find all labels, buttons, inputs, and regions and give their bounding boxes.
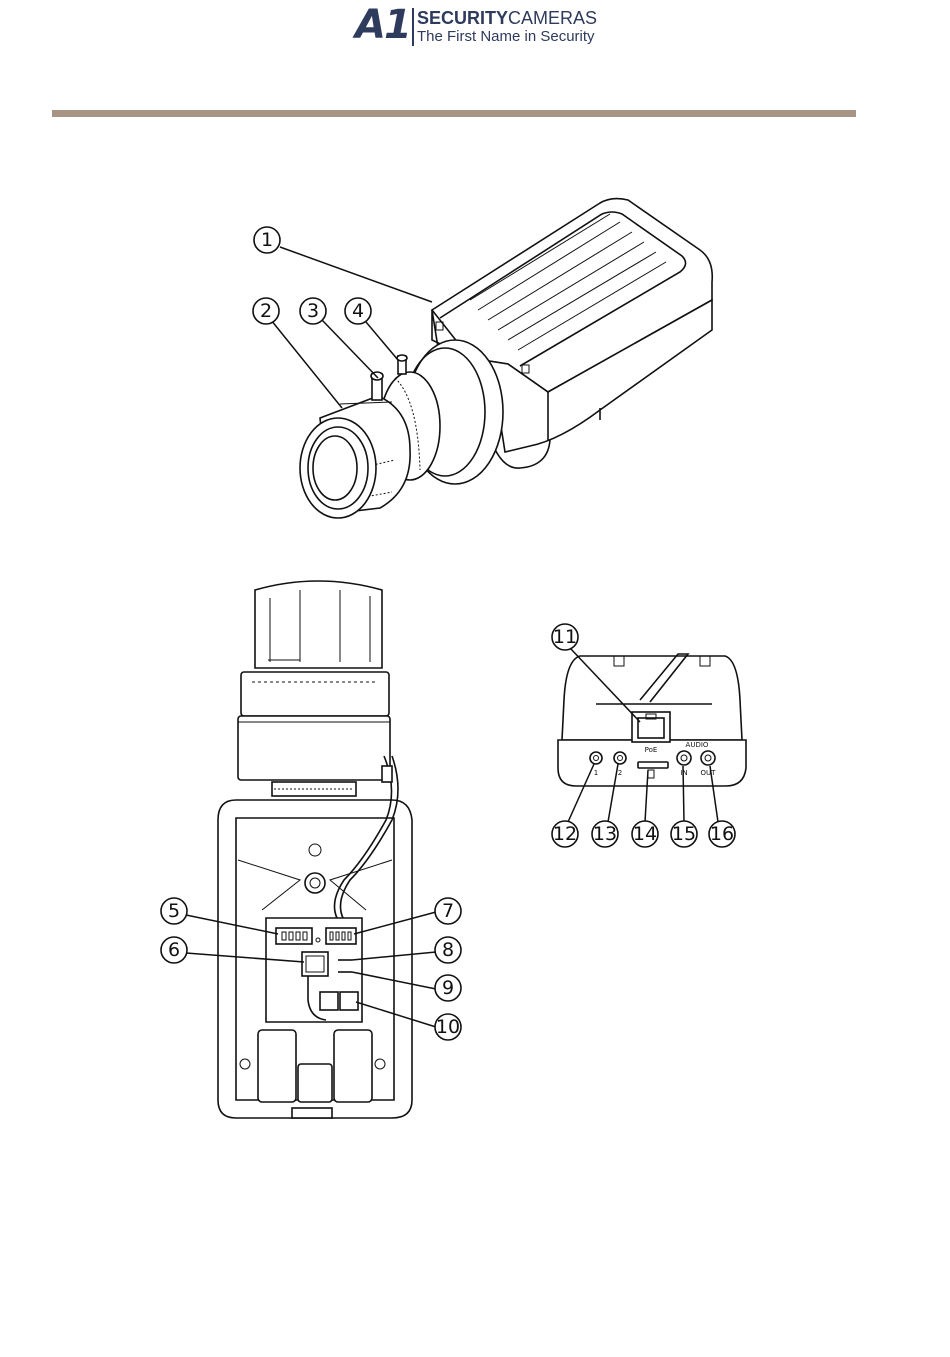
callout-3-label: 3 [307, 300, 319, 322]
callout-6: 6 [161, 937, 187, 963]
poe-label: PoE [645, 746, 658, 754]
callout-8-label: 8 [442, 939, 454, 961]
callout-11-label: 11 [553, 626, 577, 648]
callout-13: 13 [592, 821, 618, 847]
audio-label: AUDIO [686, 741, 709, 749]
callout-5: 5 [161, 898, 187, 924]
callout-6-label: 6 [168, 939, 180, 961]
callout-13-label: 13 [593, 823, 617, 845]
callout-12: 12 [552, 821, 578, 847]
callout-2: 2 [253, 298, 279, 324]
callout-7: 7 [435, 898, 461, 924]
callout-16-label: 16 [710, 823, 734, 845]
callout-12-label: 12 [553, 823, 577, 845]
callout-1: 1 [254, 227, 280, 253]
camera-top-view-drawing [218, 581, 412, 1118]
callout-3: 3 [300, 298, 326, 324]
callout-11: 11 [552, 624, 578, 650]
callout-9: 9 [435, 975, 461, 1001]
io-1-label: 1 [594, 769, 598, 777]
camera-perspective-drawing [300, 199, 712, 518]
audio-out-label: OUT [701, 769, 717, 777]
callout-14: 14 [632, 821, 658, 847]
callout-1-label: 1 [261, 229, 273, 251]
callout-15: 15 [671, 821, 697, 847]
callout-2-label: 2 [260, 300, 272, 322]
callout-5-label: 5 [168, 900, 180, 922]
io-2-label: 2 [618, 769, 622, 777]
callout-8: 8 [435, 937, 461, 963]
callout-14-label: 14 [633, 823, 657, 845]
callout-10: 10 [435, 1014, 461, 1040]
callout-4-label: 4 [352, 300, 364, 322]
callout-10-label: 10 [436, 1016, 460, 1038]
callout-4: 4 [345, 298, 371, 324]
callout-9-label: 9 [442, 977, 454, 999]
audio-in-label: IN [680, 769, 687, 777]
camera-rear-view-drawing: PoE AUDIO 1 2 IN OUT [558, 654, 746, 786]
callout-15-label: 15 [672, 823, 696, 845]
callout-16: 16 [709, 821, 735, 847]
callout-7-label: 7 [442, 900, 454, 922]
